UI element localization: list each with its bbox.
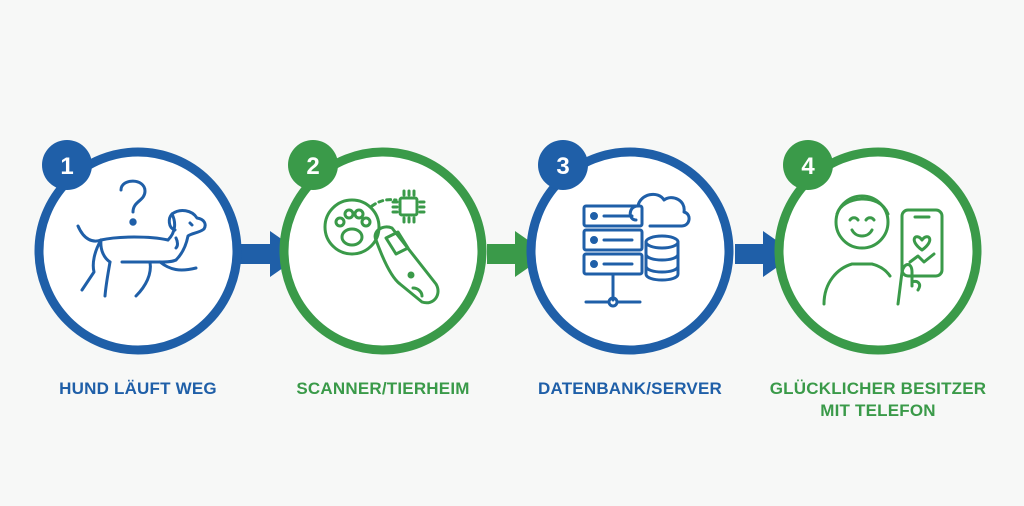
step-2: 2 bbox=[279, 140, 487, 355]
arrow-2-3 bbox=[487, 231, 548, 277]
step-1-ring bbox=[34, 147, 242, 355]
database-server-cloud-icon bbox=[582, 192, 691, 308]
step-4: 4 bbox=[774, 140, 982, 355]
step-3-number: 3 bbox=[556, 153, 569, 180]
step-3-badge bbox=[538, 140, 588, 190]
step-4-ring bbox=[774, 147, 982, 355]
step-2-label-line-1: SCANNER/TIERHEIM bbox=[296, 379, 470, 398]
step-1-badge bbox=[42, 140, 92, 190]
step-2-number: 2 bbox=[306, 153, 319, 180]
step-4-label-line-1: GLÜCKLICHER BESITZER bbox=[769, 379, 987, 398]
arrow-1-2 bbox=[240, 231, 303, 277]
step-3-label-line-1: DATENBANK/SERVER bbox=[538, 379, 722, 398]
arrow-3-4 bbox=[735, 231, 796, 277]
step-1-number: 1 bbox=[60, 153, 73, 180]
running-dog-question-icon bbox=[76, 179, 207, 298]
step-2-badge bbox=[288, 140, 338, 190]
happy-owner-phone-icon bbox=[822, 194, 944, 306]
step-3: 3 bbox=[526, 140, 734, 355]
microchip-scanner-icon bbox=[323, 189, 440, 305]
step-4-label-line-2: MIT TELEFON bbox=[820, 401, 936, 420]
step-3-label: DATENBANK/SERVER bbox=[520, 378, 740, 400]
step-1-label: HUND LÄUFT WEG bbox=[28, 378, 248, 400]
step-4-number: 4 bbox=[801, 153, 815, 180]
step-4-label: GLÜCKLICHER BESITZER MIT TELEFON bbox=[756, 378, 1000, 422]
step-2-label: SCANNER/TIERHEIM bbox=[273, 378, 493, 400]
step-1: 1 bbox=[34, 140, 242, 355]
step-1-label-line-1: HUND LÄUFT WEG bbox=[59, 379, 217, 398]
step-4-badge bbox=[783, 140, 833, 190]
